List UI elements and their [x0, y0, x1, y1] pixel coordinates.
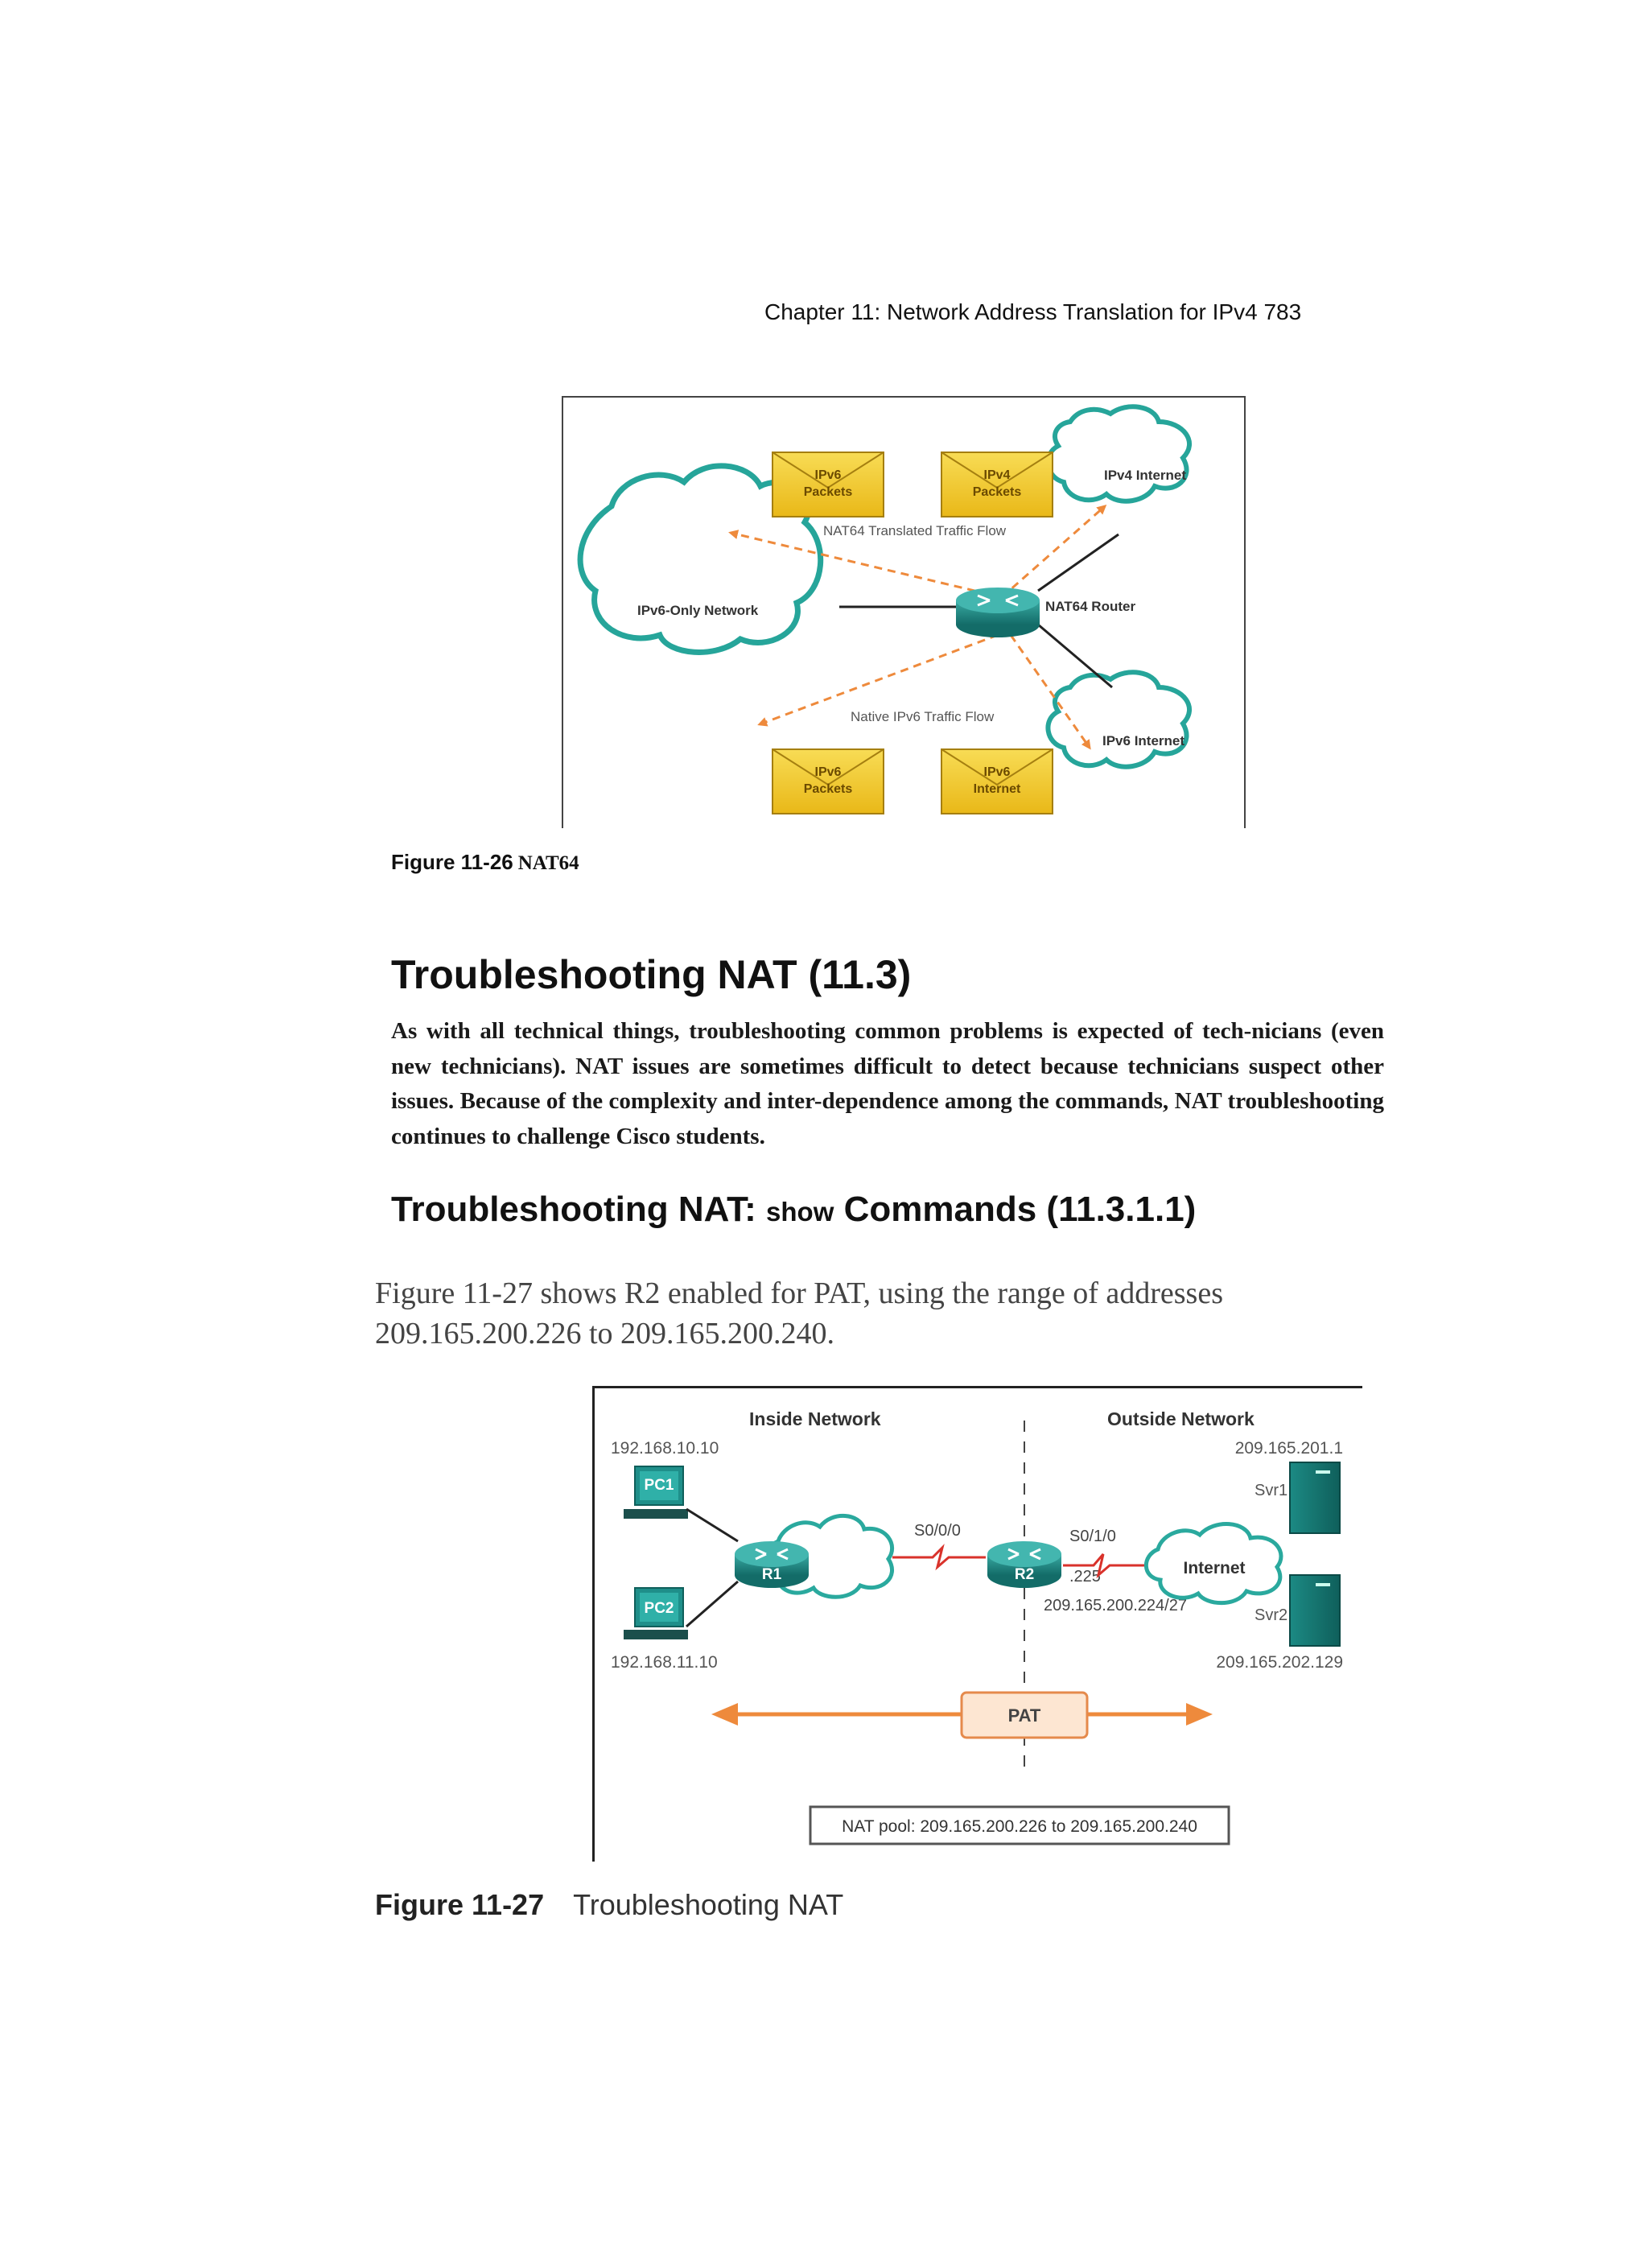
- outside-network-label: Outside Network: [1107, 1408, 1255, 1429]
- internet-label: Internet: [1183, 1559, 1245, 1577]
- svg-text:IPv4: IPv4: [984, 468, 1011, 482]
- svg-text:Internet: Internet: [974, 782, 1021, 796]
- svr2-server-icon: [1289, 1574, 1341, 1647]
- svg-text:Packets: Packets: [804, 485, 853, 499]
- s010-interface-label: S0/1/0: [1069, 1528, 1116, 1545]
- svr1-ip-label: 209.165.201.1: [1235, 1439, 1343, 1458]
- inside-network-label: Inside Network: [749, 1408, 881, 1429]
- section-heading: Troubleshooting NAT (11.3): [391, 952, 912, 997]
- host-225-label: .225: [1069, 1568, 1101, 1586]
- subsection-paragraph: Figure 11-27 shows R2 enabled for PAT, u…: [375, 1276, 1223, 1350]
- svg-text:Packets: Packets: [973, 485, 1022, 499]
- svg-text:Packets: Packets: [804, 782, 853, 796]
- envelope-ipv4-packets-top: IPv4 Packets: [941, 452, 1053, 518]
- figure-11-27-caption: Figure 11-27 Troubleshooting NAT: [375, 1888, 843, 1922]
- svg-text:IPv6: IPv6: [984, 765, 1011, 779]
- subsection-heading-code: show: [766, 1197, 834, 1227]
- s000-interface-label: S0/0/0: [914, 1522, 961, 1540]
- pc1-ip-label: 192.168.10.10: [611, 1439, 719, 1458]
- svg-text:IPv6: IPv6: [815, 468, 842, 482]
- link-router-ipv4-internet: [1037, 533, 1119, 592]
- pc2-computer-icon: PC2: [624, 1587, 688, 1639]
- figure-troubleshooting-nat-diagram: Inside Network Outside Network 192.168.1…: [592, 1386, 1362, 1862]
- section-paragraph: As with all technical things, troublesho…: [391, 1018, 1384, 1149]
- native-flow-label: Native IPv6 Traffic Flow: [851, 709, 995, 724]
- r1-router-icon: R1: [735, 1541, 809, 1588]
- serial-link-inside: [892, 1544, 986, 1571]
- pc2-name-label: PC2: [645, 1600, 674, 1617]
- envelope-ipv6-packets-bottom: IPv6 Packets: [772, 748, 884, 814]
- r2-name-label: R2: [1015, 1566, 1034, 1583]
- nat64-router-icon: [956, 588, 1040, 637]
- translated-flow-label: NAT64 Translated Traffic Flow: [823, 523, 1007, 538]
- nat64-router-label: NAT64 Router: [1045, 599, 1135, 614]
- ipv4-internet-cloud: IPv4 Internet: [1045, 404, 1192, 504]
- translated-flow-left-arrow: [728, 530, 1003, 599]
- pat-box: [960, 1691, 1089, 1739]
- nat-pool-label: NAT pool: 209.165.200.226 to 209.165.200…: [842, 1817, 1197, 1836]
- envelope-ipv6-packets-top: IPv6 Packets: [772, 452, 884, 518]
- serial-link-outside: [1063, 1553, 1150, 1579]
- subsection-heading: Troubleshooting NAT: show Commands (11.3…: [391, 1190, 1196, 1230]
- figure-11-26-label: Figure 11-26: [391, 850, 513, 874]
- link-pc2-r1: [686, 1580, 739, 1628]
- figure-11-26-title: NAT64: [517, 852, 579, 874]
- ipv6-only-cloud: IPv6-Only Network: [577, 463, 824, 655]
- pc1-name-label: PC1: [645, 1477, 674, 1494]
- svr2-name-label: Svr2: [1255, 1606, 1288, 1624]
- figure-11-27-title: Troubleshooting NAT: [573, 1888, 844, 1921]
- envelope-ipv6-internet-bottom: IPv6 Internet: [941, 748, 1053, 814]
- link-pc1-r1: [686, 1507, 739, 1543]
- r1-name-label: R1: [762, 1566, 782, 1583]
- svr1-server-icon: [1289, 1462, 1341, 1534]
- translated-flow-right-arrow: [1001, 505, 1107, 599]
- pc2-ip-label: 192.168.11.10: [611, 1653, 718, 1672]
- subsection-heading-pre: Troubleshooting NAT:: [391, 1190, 767, 1229]
- subsection-heading-post: Commands (11.3.1.1): [834, 1190, 1197, 1229]
- native-flow-right-arrow: [1009, 634, 1091, 750]
- figure-11-27-label: Figure 11-27: [375, 1888, 545, 1921]
- svr2-ip-label: 209.165.202.129: [1216, 1653, 1343, 1672]
- ipv6-internet-label: IPv6 Internet: [1102, 733, 1184, 748]
- ipv4-internet-label: IPv4 Internet: [1104, 468, 1186, 483]
- r2-router-icon: R2: [987, 1541, 1061, 1588]
- pc1-computer-icon: PC1: [624, 1466, 688, 1519]
- ipv6-only-network-label: IPv6-Only Network: [637, 603, 759, 618]
- nat64-diagram-svg: IPv6-Only Network IPv4 Internet IPv6 Int…: [577, 404, 1192, 814]
- svg-text:IPv6: IPv6: [815, 765, 842, 779]
- pat-label: PAT: [1008, 1705, 1041, 1726]
- native-flow-left-arrow: [757, 633, 999, 727]
- subnet-label: 209.165.200.224/27: [1044, 1597, 1187, 1614]
- figure-nat64-diagram: IPv6-Only Network IPv4 Internet IPv6 Int…: [562, 396, 1246, 828]
- link-router-ipv6-internet: [1037, 623, 1113, 689]
- svr1-name-label: Svr1: [1255, 1482, 1288, 1499]
- running-header: Chapter 11: Network Address Translation …: [764, 299, 1302, 324]
- nat-pool-box: [809, 1805, 1230, 1845]
- internet-cloud: Internet: [1143, 1522, 1283, 1606]
- troubleshooting-nat-svg: Inside Network Outside Network 192.168.1…: [611, 1408, 1343, 1845]
